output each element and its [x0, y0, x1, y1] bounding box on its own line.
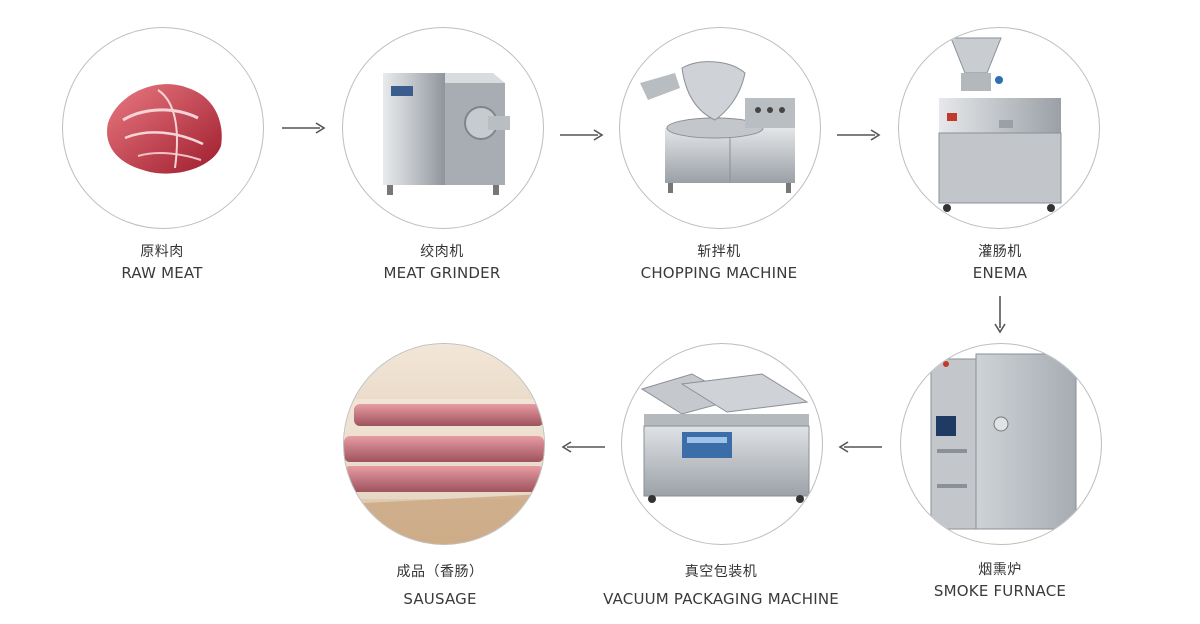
step-cn-label: 成品（香肠）: [333, 562, 547, 582]
step-cn-label: 灌肠机: [893, 242, 1107, 262]
vacuum-packaging-machine-image: [622, 344, 822, 544]
step-label-sausage: 成品（香肠） SAUSAGE: [333, 562, 547, 610]
raw-meat-image: [63, 28, 263, 228]
arrow-right-icon: [560, 129, 604, 141]
step-label-enema: 灌肠机 ENEMA: [893, 242, 1107, 284]
arrow-down-icon: [994, 296, 1006, 334]
arrow-right-icon: [282, 122, 326, 134]
chopping-machine-image: [620, 28, 820, 228]
step-en-label: SMOKE FURNACE: [893, 580, 1107, 602]
step-label-smoke-furnace: 烟熏炉 SMOKE FURNACE: [893, 560, 1107, 602]
vacuum-packaging-circle: [621, 343, 823, 545]
enema-machine-image: [899, 28, 1099, 228]
step-en-label: SAUSAGE: [333, 588, 547, 610]
step-en-label: RAW MEAT: [55, 262, 269, 284]
sausage-image: [344, 344, 544, 544]
enema-machine-circle: [898, 27, 1100, 229]
meat-grinder-circle: [342, 27, 544, 229]
meat-grinder-image: [343, 28, 543, 228]
step-cn-label: 真空包装机: [591, 562, 851, 582]
step-label-meat-grinder: 绞肉机 MEAT GRINDER: [335, 242, 549, 284]
step-cn-label: 烟熏炉: [893, 560, 1107, 580]
step-en-label: ENEMA: [893, 262, 1107, 284]
step-en-label: MEAT GRINDER: [335, 262, 549, 284]
step-label-chopping-machine: 斩拌机 CHOPPING MACHINE: [612, 242, 826, 284]
raw-meat-circle: [62, 27, 264, 229]
step-label-raw-meat: 原料肉 RAW MEAT: [55, 242, 269, 284]
arrow-right-icon: [837, 129, 881, 141]
step-en-label: CHOPPING MACHINE: [612, 262, 826, 284]
arrow-left-icon: [838, 441, 882, 453]
smoke-furnace-image: [901, 344, 1101, 544]
step-cn-label: 斩拌机: [612, 242, 826, 262]
step-cn-label: 原料肉: [55, 242, 269, 262]
step-en-label: VACUUM PACKAGING MACHINE: [591, 588, 851, 610]
smoke-furnace-circle: [900, 343, 1102, 545]
step-cn-label: 绞肉机: [335, 242, 549, 262]
sausage-circle: [343, 343, 545, 545]
arrow-left-icon: [561, 441, 605, 453]
chopping-machine-circle: [619, 27, 821, 229]
step-label-vacuum-packaging: 真空包装机 VACUUM PACKAGING MACHINE: [591, 562, 851, 610]
